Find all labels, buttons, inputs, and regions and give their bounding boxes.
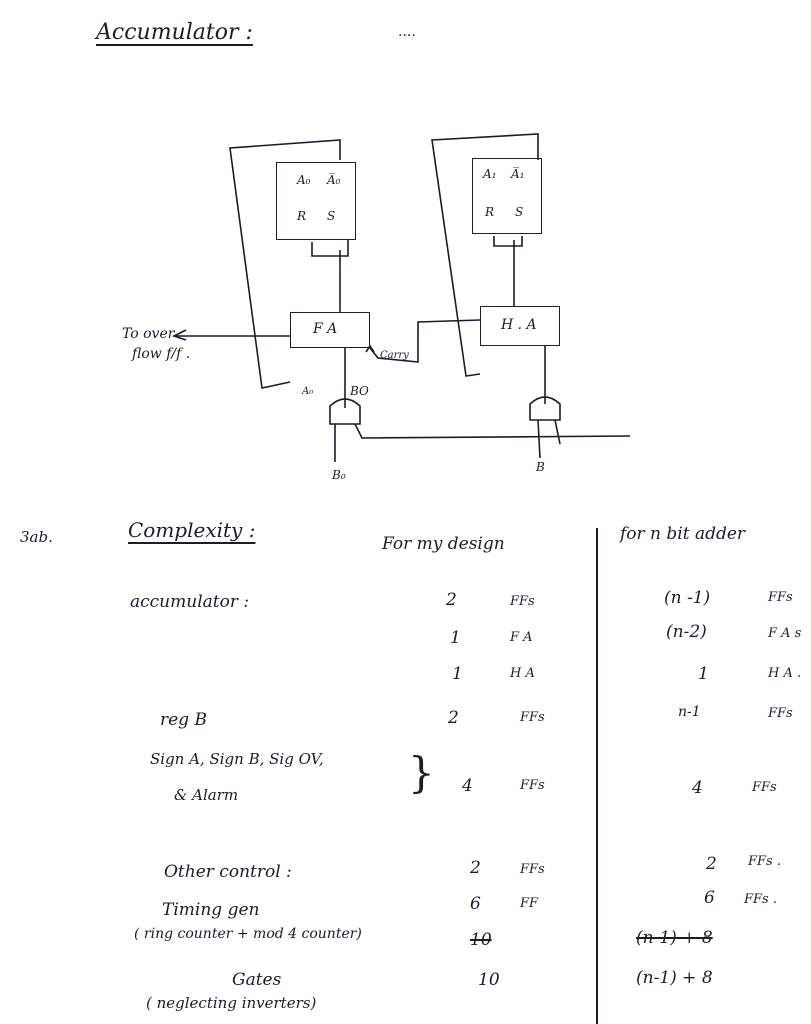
ff1-s-label: S <box>515 205 524 219</box>
row-label-ring-counter: ( ring counter + mod 4 counter) <box>134 926 362 942</box>
full-adder-box: F A <box>290 312 370 348</box>
nbit-count: (n-2) <box>666 622 707 642</box>
row-label-alarm: & Alarm <box>174 786 239 804</box>
design-struck-value: 10 <box>470 930 492 950</box>
accumulator-diagram <box>171 133 631 462</box>
b0-gate-label: BO <box>350 384 369 398</box>
overflow-label-2: flow f/f . <box>132 346 191 362</box>
nbit-count: 2 <box>706 854 717 874</box>
b-input-label: B <box>536 460 545 474</box>
ff0-qbar-label: A̅₀ <box>327 173 341 187</box>
row-label-neglecting: ( neglecting inverters) <box>146 994 317 1012</box>
overflow-label-1: To over <box>122 326 175 342</box>
row-label-accumulator: accumulator : <box>130 592 250 612</box>
carry-label: Carry <box>380 350 409 361</box>
nbit-unit: FFs <box>768 706 793 721</box>
dots-mark: .... <box>398 24 416 40</box>
nbit-unit: FFs . <box>748 854 781 869</box>
ff1-q-label: A₁ <box>483 167 497 181</box>
row-label-other-control: Other control : <box>164 862 292 882</box>
page-title: Accumulator : <box>96 20 253 45</box>
design-count: 6 <box>470 894 481 914</box>
nbit-unit: FFs <box>752 780 777 795</box>
half-adder-label: H . A <box>501 317 537 333</box>
design-count: 2 <box>470 858 481 878</box>
design-count: 2 <box>448 708 459 728</box>
ff0-s-label: S <box>327 209 336 223</box>
design-count: 2 <box>446 590 457 610</box>
brace: } <box>408 748 435 797</box>
ff0-r-label: R <box>297 209 307 223</box>
design-count: 10 <box>478 970 500 990</box>
half-adder-box: H . A <box>480 306 560 346</box>
design-unit: F A <box>510 630 533 645</box>
ff1-qbar-label: A̅₁ <box>511 167 525 181</box>
nbit-count: (n -1) <box>664 588 711 608</box>
b0-input-label: B₀ <box>332 468 346 482</box>
nbit-count: (n-1) + 8 <box>636 968 713 988</box>
flip-flop-a1: A₁ A̅₁ R S <box>472 158 542 234</box>
design-count: 1 <box>452 664 463 684</box>
column-header-nbit: for n bit adder <box>620 524 746 544</box>
design-unit: H A <box>510 666 535 681</box>
ff1-r-label: R <box>485 205 495 219</box>
nbit-unit: F A s <box>768 626 802 641</box>
design-unit: FFs <box>520 778 545 793</box>
row-label-gates: Gates <box>232 970 282 990</box>
section-label: 3ab. <box>20 528 53 546</box>
nbit-count: 6 <box>704 888 715 908</box>
complexity-heading: Complexity : <box>128 518 256 542</box>
nbit-struck-value: (n-1) + 8 <box>636 928 713 948</box>
nbit-count: n-1 <box>678 704 701 720</box>
design-count: 1 <box>450 628 461 648</box>
column-divider <box>596 528 598 1024</box>
design-count: 4 <box>462 776 473 796</box>
row-label-sign: Sign A, Sign B, Sig OV, <box>150 750 324 768</box>
nbit-count: 1 <box>698 664 709 684</box>
nbit-unit: H A . <box>768 666 802 681</box>
nbit-count: 4 <box>692 778 703 798</box>
flip-flop-a0: A₀ A̅₀ R S <box>276 162 356 240</box>
row-label-timing-gen: Timing gen <box>162 900 260 920</box>
design-unit: FF <box>520 896 539 911</box>
a0-feedback-label: A₀ <box>302 386 314 397</box>
full-adder-label: F A <box>313 321 338 337</box>
design-unit: FFs <box>520 710 545 725</box>
row-label-reg-b: reg B <box>160 710 207 730</box>
nbit-unit: FFs <box>768 590 793 605</box>
design-unit: FFs <box>520 862 545 877</box>
column-header-design: For my design <box>382 534 505 554</box>
nbit-unit: FFs . <box>744 892 777 907</box>
ff0-q-label: A₀ <box>297 173 311 187</box>
design-unit: FFs <box>510 594 535 609</box>
